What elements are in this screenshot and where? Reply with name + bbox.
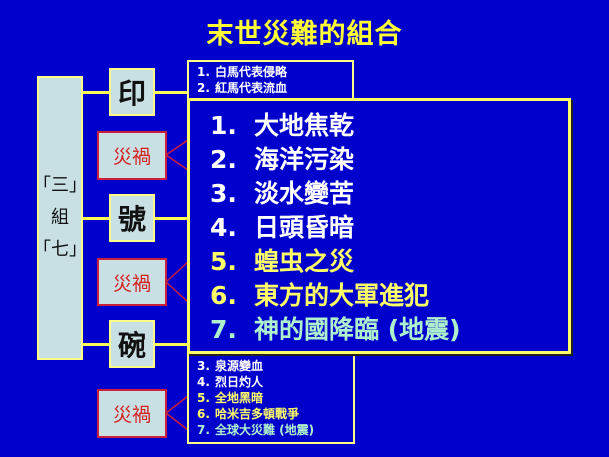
- disaster-label: 災禍: [112, 146, 151, 168]
- list-item: 7.神的國降臨 (地震): [210, 315, 461, 344]
- list-item: 7.全球大災難 (地震): [197, 423, 315, 437]
- trumpet-list: 1.大地焦乾 2.海洋污染 3.淡水變苦 4.日頭昏暗 5.蝗虫之災 6.東方的…: [187, 98, 571, 354]
- slide-title: 末世災難的組合: [206, 19, 403, 50]
- group-char: 「三」: [33, 175, 87, 196]
- list-item: 1.白馬代表侵略: [197, 65, 288, 79]
- bowl-label: 碗: [117, 329, 146, 362]
- connector-line: [83, 91, 109, 94]
- list-item: 3.淡水變苦: [210, 179, 355, 208]
- seal-box: 印: [109, 68, 155, 116]
- connector-line: [155, 91, 188, 94]
- seal-label: 印: [117, 77, 146, 110]
- trumpet-label: 號: [117, 203, 146, 236]
- connector-line: [83, 343, 109, 346]
- group-char: 「七」: [33, 239, 87, 260]
- trumpet-box: 號: [109, 194, 155, 242]
- list-item: 2.海洋污染: [210, 145, 355, 174]
- list-item: 5.全地黑暗: [197, 391, 264, 405]
- list-item: 6.哈米吉多頓戰爭: [197, 407, 300, 421]
- list-item: 4.日頭昏暗: [210, 213, 355, 242]
- list-item: 5.蝗虫之災: [210, 247, 355, 276]
- connector-line: [155, 343, 188, 346]
- disaster-label: 災禍: [112, 272, 151, 295]
- list-item: 6.東方的大軍進犯: [210, 281, 430, 310]
- connector-line: [83, 217, 109, 220]
- disaster-label: 災禍: [112, 404, 151, 426]
- list-item: 3.泉源變血: [197, 359, 264, 373]
- bowl-list: 3.泉源變血 4.烈日灼人 5.全地黑暗 6.哈米吉多頓戰爭 7.全球大災難 (…: [187, 340, 355, 444]
- three-sevens-label: 「三」 組 「七」: [33, 76, 87, 360]
- disaster-box-seal: 災禍: [97, 131, 167, 180]
- disaster-box-trumpet: 災禍: [97, 258, 167, 306]
- bowl-box: 碗: [109, 320, 155, 368]
- connector-line: [155, 217, 188, 220]
- list-item: 1.大地焦乾: [210, 111, 355, 140]
- group-char: 組: [51, 207, 69, 228]
- list-item: 4.烈日灼人: [197, 375, 264, 389]
- list-item: 2.紅馬代表流血: [197, 81, 288, 95]
- disaster-box-bowl: 災禍: [97, 389, 167, 438]
